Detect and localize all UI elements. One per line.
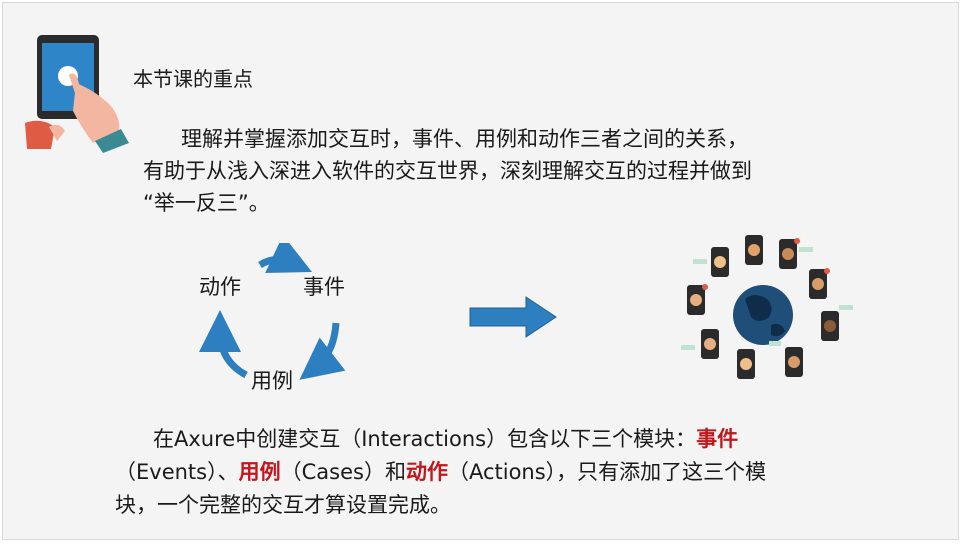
tablet-touch-icon [25, 35, 129, 153]
cycle-label-event: 事件 [303, 275, 345, 299]
intro-line-1: 理解并掌握添加交互时，事件、用例和动作三者之间的关系， [181, 127, 748, 151]
right-arrow-icon [469, 296, 557, 338]
bottom-text-part2: （Events）、 [115, 460, 239, 484]
keyword-case: 用例 [238, 460, 281, 484]
intro-line-3: “举一反三”。 [143, 191, 270, 215]
cycle-label-action: 动作 [199, 275, 241, 299]
bottom-text-part3: （Cases）和 [280, 460, 406, 484]
bottom-text-part4: （Actions），只有添加了这三个模 [447, 460, 767, 484]
bottom-line-2: （Events）、用例（Cases）和动作（Actions），只有添加了这三个模 [115, 456, 925, 489]
cycle-label-case: 用例 [251, 369, 293, 393]
slide-heading: 本节课的重点 [133, 67, 253, 91]
bottom-line-3: 块，一个完整的交互才算设置完成。 [115, 493, 451, 517]
keyword-action: 动作 [405, 460, 448, 484]
intro-paragraph: 理解并掌握添加交互时，事件、用例和动作三者之间的关系， 有助于从浅入深进入软件的… [143, 123, 933, 219]
cycle-arrows-icon [199, 243, 346, 380]
bottom-paragraph: 在Axure中创建交互（Interactions）包含以下三个模块：事件 （Ev… [115, 423, 925, 522]
bottom-text-part1: 在Axure中创建交互（Interactions）包含以下三个模块： [153, 427, 697, 451]
social-network-globe-icon [681, 235, 853, 379]
intro-line-2: 有助于从浅入深进入软件的交互世界，深刻理解交互的过程并做到 [143, 159, 752, 183]
keyword-event: 事件 [696, 427, 739, 451]
bottom-line-1: 在Axure中创建交互（Interactions）包含以下三个模块：事件 [115, 423, 925, 456]
